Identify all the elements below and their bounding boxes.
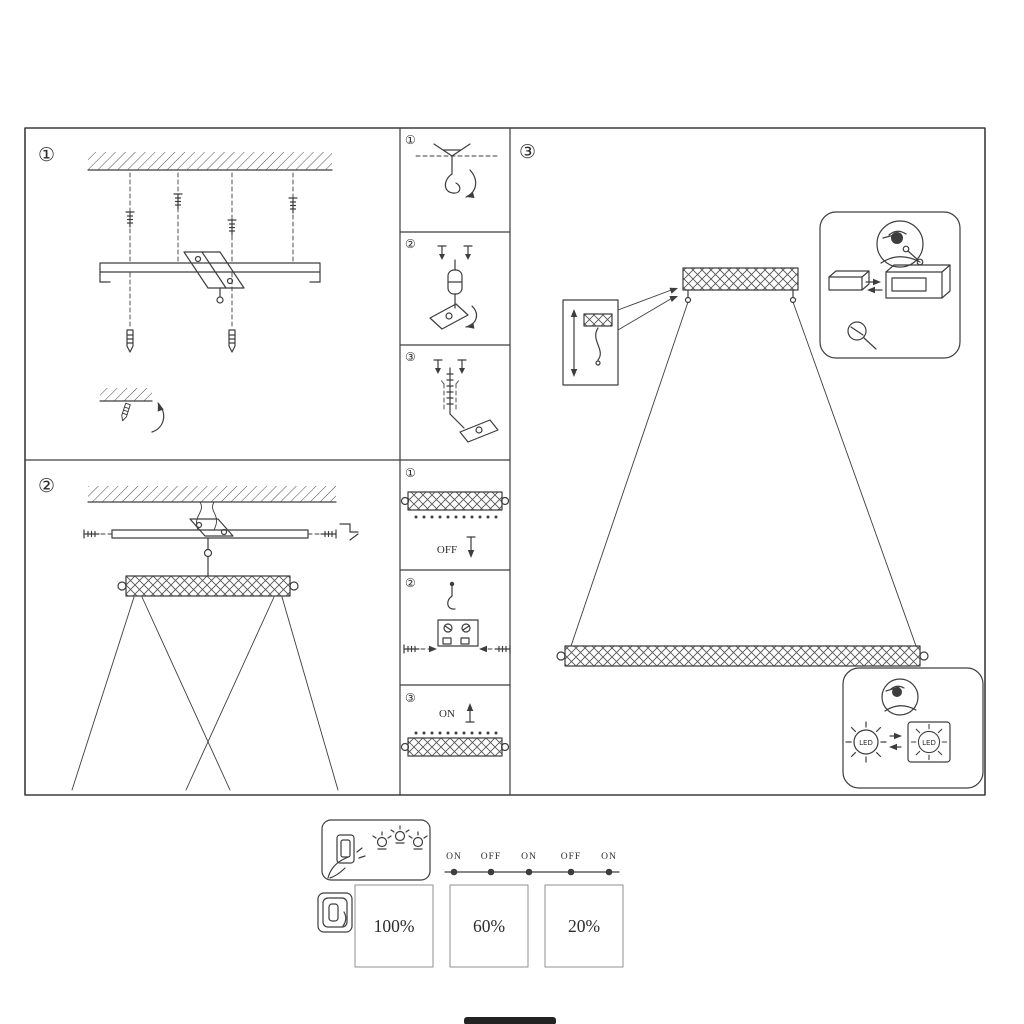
timeline-label-2: ON [521,852,537,862]
timeline-label-1: OFF [481,852,501,862]
substep-3-label: ③ [405,350,416,364]
substep-mounting-2: ② [405,237,478,331]
wall-anchors [126,329,236,353]
substep-4-label: ① [405,466,416,480]
substep-wiring-2: ② [403,576,511,654]
guide-lines [129,172,294,329]
timeline-label-3: OFF [561,852,581,862]
substep-5-label: ② [405,576,416,590]
led-sun-icon-left: LED [845,721,887,763]
mounting-screws [125,193,298,236]
pin-row-off [414,515,498,519]
substeps-column-mounting: ① ② ③ [405,133,499,443]
swap-arrows-driver [865,278,883,294]
led-label-right: LED [922,739,936,747]
technician-wrench-icon [876,220,924,268]
substep-2-label: ② [405,237,416,251]
substep-mounting-1: ① [405,133,498,201]
substep-wiring-3: ③ ON [400,691,510,757]
hand-switch-box [321,819,431,881]
substeps-column-wiring: ① OFF ② [400,466,511,757]
mounting-bracket [99,251,321,304]
pressing-hand-icon [327,847,366,879]
panel-step-2: ② [38,475,359,791]
inset-led-replacement: LED LED [842,667,984,789]
anchor-detail [99,388,165,433]
substep-wiring-1: ① OFF [400,466,510,559]
light-beams [71,596,339,791]
screw-head-icon [847,321,877,350]
inset-driver-replacement [819,211,961,359]
substep-1-label: ① [405,133,416,147]
level-60-label: 60% [473,916,505,936]
led-bar [117,575,299,597]
led-sun-icon-right: LED [907,721,951,763]
wires-to-ceiling [196,501,217,531]
level-box-20: 20% [544,884,624,968]
inset-height-adjust [562,284,680,386]
led-label-left: LED [859,739,873,747]
level-box-100: 100% [354,884,434,968]
pendant-led-bar [556,645,929,667]
driver-box-large [885,264,951,299]
ceiling-hatch [87,152,333,171]
footer-bar [464,1017,556,1024]
dimming-instructions: ON OFF ON OFF ON 100% 60% 20% [317,819,624,1024]
panel-step-1: ① [38,144,333,433]
substep-mounting-3: ③ [405,350,499,443]
technician-icon [881,678,919,716]
driver-box-small [828,270,870,291]
level-box-60: 60% [449,884,529,968]
swap-arrows-led [888,732,903,751]
canopy-bar [682,267,799,304]
level-100-label: 100% [374,916,415,936]
timeline-label-0: ON [446,852,462,862]
step-1-label: ① [38,144,55,166]
dimming-timeline: ON OFF ON OFF ON [444,852,620,876]
bracket-with-side-screws [83,518,359,541]
brightness-levels-icon [372,825,428,850]
suspension-link [203,537,213,577]
ceiling-hatch-2 [87,486,337,503]
pin-row-on [414,731,498,735]
off-label: OFF [437,544,457,556]
level-20-label: 20% [568,916,600,936]
step-2-label: ② [38,475,55,497]
suspension-wires [570,301,917,647]
timeline-label-4: ON [601,852,617,862]
panel-step-3: ③ [519,141,984,789]
substep-6-label: ③ [405,691,416,705]
on-label: ON [439,708,455,720]
wall-switch-icon [317,892,353,933]
main-frame [24,127,986,796]
step-3-label: ③ [519,141,536,163]
